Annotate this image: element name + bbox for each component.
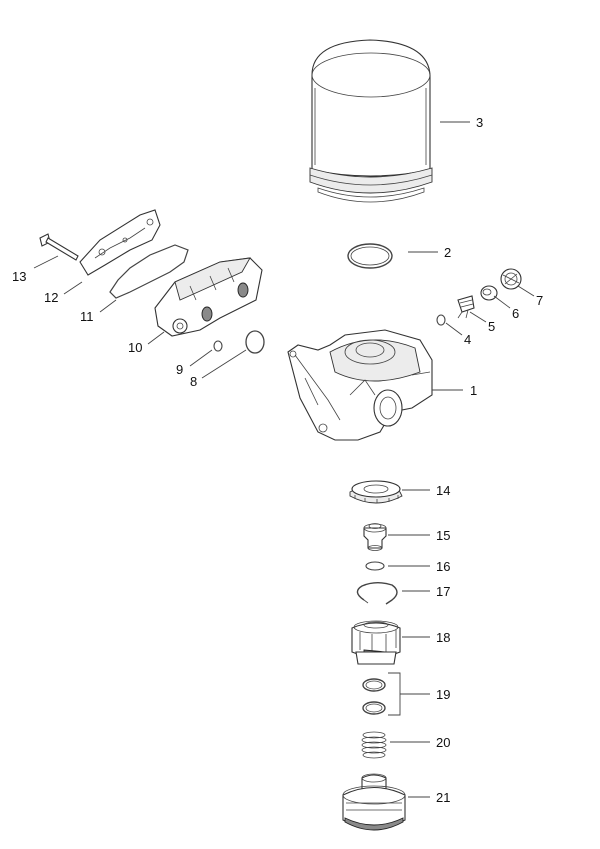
part-11-gasket <box>109 244 189 299</box>
callout-7: 7 <box>536 293 543 308</box>
part-18-valve-body <box>351 620 401 665</box>
callout-8: 8 <box>190 374 197 389</box>
callout-3: 3 <box>476 115 483 130</box>
leader-10 <box>147 331 165 345</box>
callout-6: 6 <box>512 306 519 321</box>
part-16-oring <box>365 561 385 571</box>
leader-7 <box>517 285 535 297</box>
part-6-plug <box>480 285 498 301</box>
leader-4 <box>445 322 463 336</box>
callout-labels: 1 2 3 4 5 6 7 8 9 10 11 12 13 14 15 16 1… <box>12 115 543 805</box>
part-2-oring <box>347 243 393 269</box>
callout-19: 19 <box>436 687 450 702</box>
part-17-circlip <box>356 582 398 605</box>
part-4-washer <box>436 314 446 326</box>
callout-18: 18 <box>436 630 450 645</box>
part-15-spool <box>363 523 387 551</box>
callout-20: 20 <box>436 735 450 750</box>
part-20-spring <box>361 731 387 759</box>
part-12-plate <box>79 209 161 276</box>
leader-8 <box>201 349 247 379</box>
leader-19-bracket <box>388 672 430 716</box>
part-14-disc <box>349 480 403 504</box>
callout-17: 17 <box>436 584 450 599</box>
callout-15: 15 <box>436 528 450 543</box>
part-3-cartridge <box>309 39 433 203</box>
part-9-washer <box>213 340 223 352</box>
callout-16: 16 <box>436 559 450 574</box>
leader-9 <box>189 349 213 367</box>
leader-12 <box>63 281 83 295</box>
callout-11: 11 <box>80 309 94 324</box>
part-21-silencer <box>342 773 406 831</box>
part-7-cap <box>500 268 522 290</box>
callout-9: 9 <box>176 362 183 377</box>
leader-13 <box>33 255 59 269</box>
callout-13: 13 <box>12 269 26 284</box>
callout-10: 10 <box>128 340 142 355</box>
callout-1: 1 <box>470 383 477 398</box>
leader-11 <box>99 299 117 313</box>
leader-lines <box>33 121 535 798</box>
part-5-fitting <box>457 295 475 319</box>
callout-4: 4 <box>464 332 471 347</box>
part-8-oring <box>245 330 265 354</box>
leader-6 <box>493 295 511 309</box>
leader-5 <box>469 311 487 323</box>
callout-5: 5 <box>488 319 495 334</box>
callout-12: 12 <box>44 290 58 305</box>
part-19-orings <box>362 678 386 715</box>
callout-21: 21 <box>436 790 450 805</box>
part-1-housing <box>287 329 433 441</box>
callout-14: 14 <box>436 483 450 498</box>
part-10-valve-block <box>154 257 263 337</box>
callout-2: 2 <box>444 245 451 260</box>
part-13-bolt <box>39 233 79 261</box>
